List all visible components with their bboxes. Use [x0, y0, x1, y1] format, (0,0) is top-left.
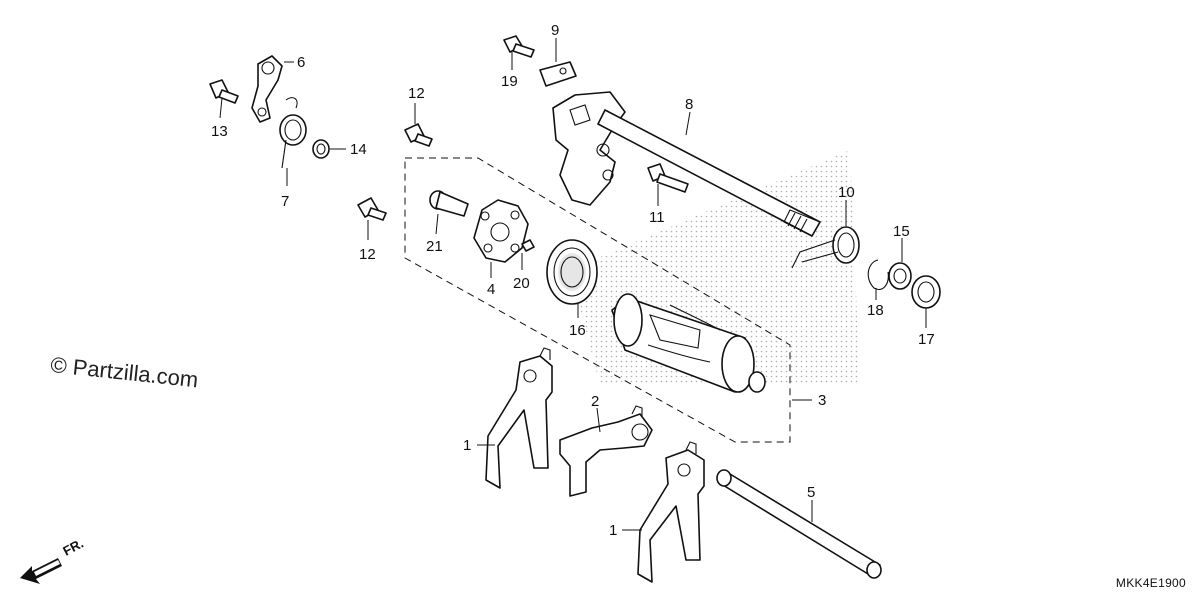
callout-17: 17 — [918, 331, 935, 348]
callout-8: 8 — [685, 96, 693, 113]
dowel-pin — [521, 239, 535, 252]
callout-15: 15 — [893, 223, 910, 240]
drum-center — [473, 199, 529, 263]
shift-fork-1-upper — [485, 347, 553, 489]
callout-1-lower: 1 — [609, 522, 617, 539]
bolt-13 — [209, 79, 239, 104]
diagram-code: MKK4E1900 — [1115, 576, 1186, 590]
front-arrow-icon — [20, 558, 62, 584]
bolt-11 — [647, 163, 689, 193]
fork-shaft — [716, 469, 882, 579]
front-direction-label: FR. — [60, 540, 86, 559]
bearing — [546, 239, 598, 305]
callout-16: 16 — [569, 322, 586, 339]
assembly-frame — [404, 157, 791, 443]
callout-7: 7 — [281, 193, 289, 210]
callout-3: 3 — [818, 392, 826, 409]
callout-11: 11 — [649, 209, 665, 226]
shift-fork-2 — [559, 405, 653, 497]
bolt-19 — [503, 35, 535, 58]
callout-9: 9 — [551, 22, 559, 39]
callout-10: 10 — [838, 184, 855, 201]
callout-20: 20 — [513, 275, 530, 292]
callout-5: 5 — [807, 484, 815, 501]
shift-spindle — [552, 91, 821, 237]
return-spring-10 — [791, 226, 860, 269]
bolt-21 — [429, 190, 469, 217]
callout-14: 14 — [350, 141, 367, 158]
shift-drum — [611, 293, 766, 393]
callout-18: 18 — [867, 302, 884, 319]
callout-19: 19 — [501, 73, 518, 90]
return-spring-7 — [279, 97, 307, 169]
washer-15 — [888, 262, 912, 290]
callout-13: 13 — [211, 123, 228, 140]
bolt-12-upper — [404, 123, 433, 147]
callout-1-upper: 1 — [463, 437, 471, 454]
callout-6: 6 — [297, 54, 305, 71]
callout-12-lower: 12 — [359, 246, 376, 263]
callout-21: 21 — [426, 238, 443, 255]
plate — [539, 61, 577, 87]
oil-seal — [911, 275, 941, 309]
washer-14 — [312, 139, 330, 159]
callout-12-upper: 12 — [408, 85, 425, 102]
stopper-arm — [251, 55, 283, 123]
callout-4: 4 — [487, 281, 495, 298]
bolt-12-lower — [357, 197, 387, 221]
circlip — [867, 259, 889, 290]
shift-fork-1-lower — [637, 441, 705, 583]
front-direction-indicator: FR. — [20, 540, 86, 584]
callout-2: 2 — [591, 393, 599, 410]
